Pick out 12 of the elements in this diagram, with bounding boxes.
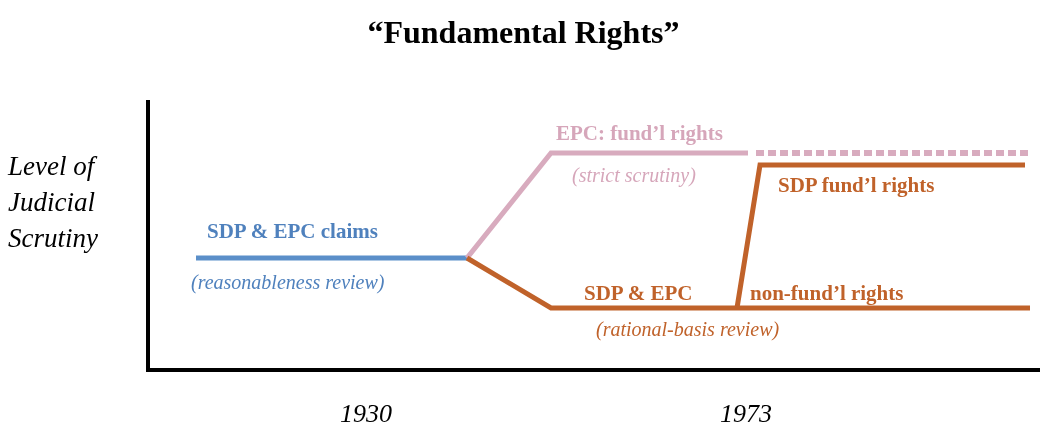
line-label: non-fund’l rights: [750, 280, 904, 307]
axis-title: Level of Judicial Scrutiny: [8, 150, 99, 255]
line-label: SDP & EPC claims: [207, 218, 378, 245]
line-label: SDP & EPC: [584, 280, 693, 307]
line-label: (strict scrutiny): [572, 163, 696, 189]
axis-tick-label: 1973: [720, 398, 772, 425]
title: “Fundamental Rights”: [366, 13, 681, 52]
line-label: EPC: fund’l rights: [556, 120, 723, 147]
line-label: (reasonableness review): [191, 270, 385, 296]
axis-tick-label: 1930: [340, 398, 392, 425]
line-label: (rational-basis review): [596, 317, 780, 343]
line-label: SDP fund’l rights: [778, 172, 935, 199]
